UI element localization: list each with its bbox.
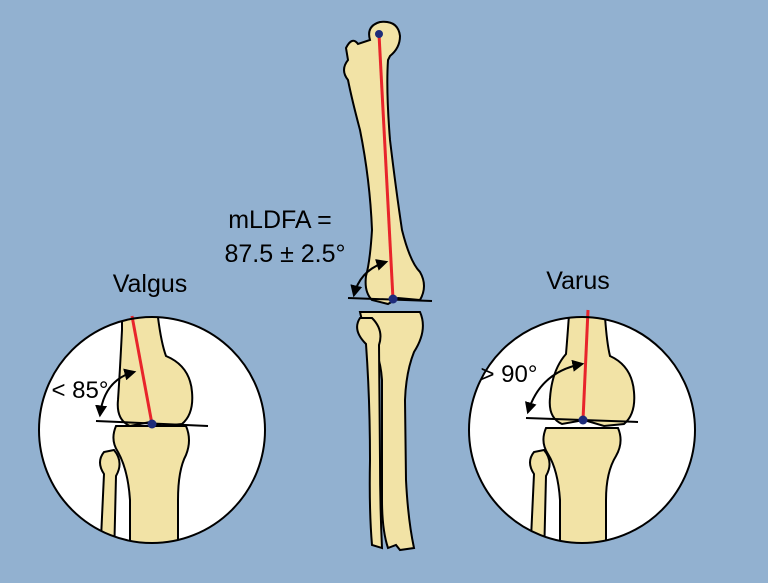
varus-inset <box>468 309 696 544</box>
valgus-mechanical-axis <box>130 315 154 425</box>
center-knee-center-point <box>388 294 398 304</box>
valgus-angle-label: < 85° <box>52 377 109 404</box>
valgus-title: Valgus <box>113 270 188 298</box>
varus-angle-label: > 90° <box>481 361 538 388</box>
center-angle-label-line1: mLDFA = <box>228 206 332 234</box>
varus-angle-arrow <box>525 359 585 415</box>
center-angle-label-line2: 87.5 ± 2.5° <box>224 240 345 268</box>
varus-knee-center-point <box>578 415 588 425</box>
valgus-inset <box>38 315 266 544</box>
center-fibula <box>356 317 384 550</box>
center-tibia <box>358 311 424 552</box>
varus-tibia <box>542 427 622 543</box>
varus-title: Varus <box>546 267 609 295</box>
center-leg <box>343 20 433 552</box>
center-hip-center-point <box>375 30 383 38</box>
center-mechanical-axis <box>377 33 395 300</box>
valgus-tibia <box>112 425 190 543</box>
center-femur <box>343 20 425 306</box>
valgus-knee-center-point <box>147 419 157 429</box>
center-angle-arrow <box>350 259 389 298</box>
valgus-angle-arrow <box>95 368 137 418</box>
